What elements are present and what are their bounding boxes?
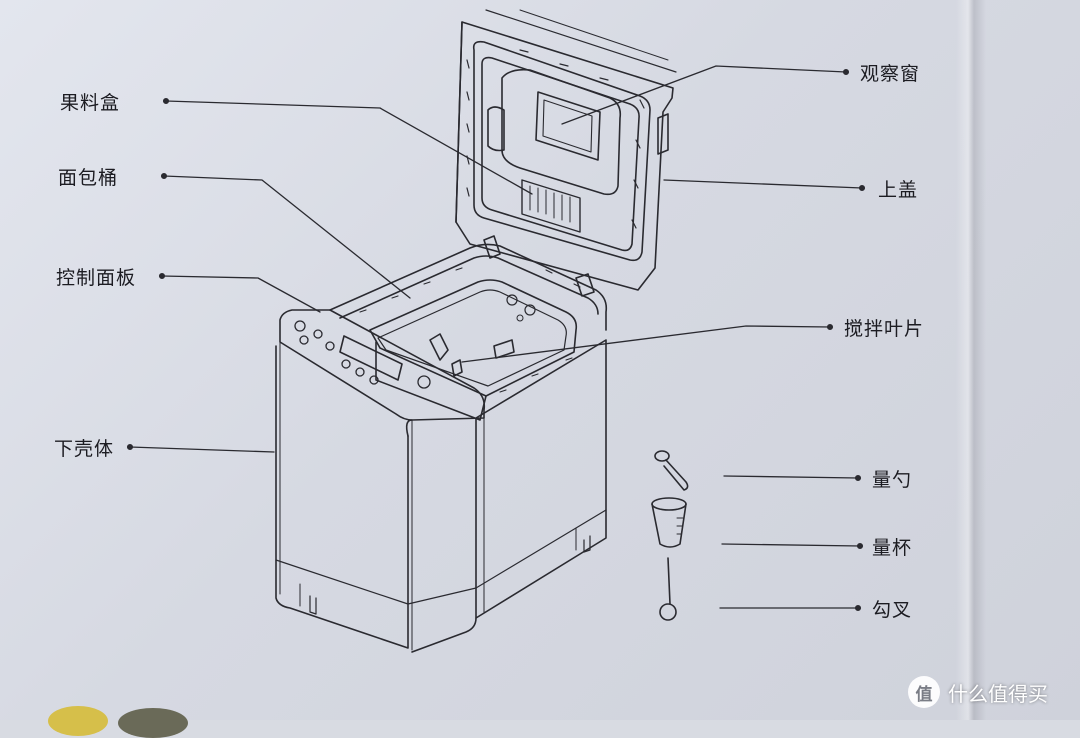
label-kneading-blade: 搅拌叶片 — [844, 318, 925, 340]
label-hook: 勾叉 — [872, 599, 913, 621]
watermark-text: 什么值得买 — [948, 681, 1048, 706]
label-measuring-spoon: 量勺 — [872, 469, 913, 491]
corner-decoration-dark — [118, 708, 188, 738]
label-measuring-cup: 量杯 — [872, 537, 913, 559]
label-fruit-box: 果料盒 — [60, 92, 121, 114]
label-bread-pan: 面包桶 — [58, 167, 119, 189]
body — [275, 243, 608, 653]
lid — [455, 9, 677, 297]
watermark: 值 什么值得买 — [908, 676, 1048, 708]
label-viewing-window: 观察窗 — [860, 63, 921, 85]
label-lower-body: 下壳体 — [54, 438, 115, 460]
hook — [659, 557, 677, 621]
bread-maker-diagram — [126, 9, 866, 653]
watermark-badge: 值 — [908, 676, 940, 708]
leader-lines — [126, 65, 866, 612]
page-fold-shadow — [956, 0, 986, 720]
measuring-cup — [651, 497, 687, 548]
measuring-spoon — [654, 450, 689, 491]
label-top-lid: 上盖 — [878, 179, 919, 201]
label-control-panel: 控制面板 — [56, 267, 137, 289]
corner-decoration — [48, 706, 108, 736]
